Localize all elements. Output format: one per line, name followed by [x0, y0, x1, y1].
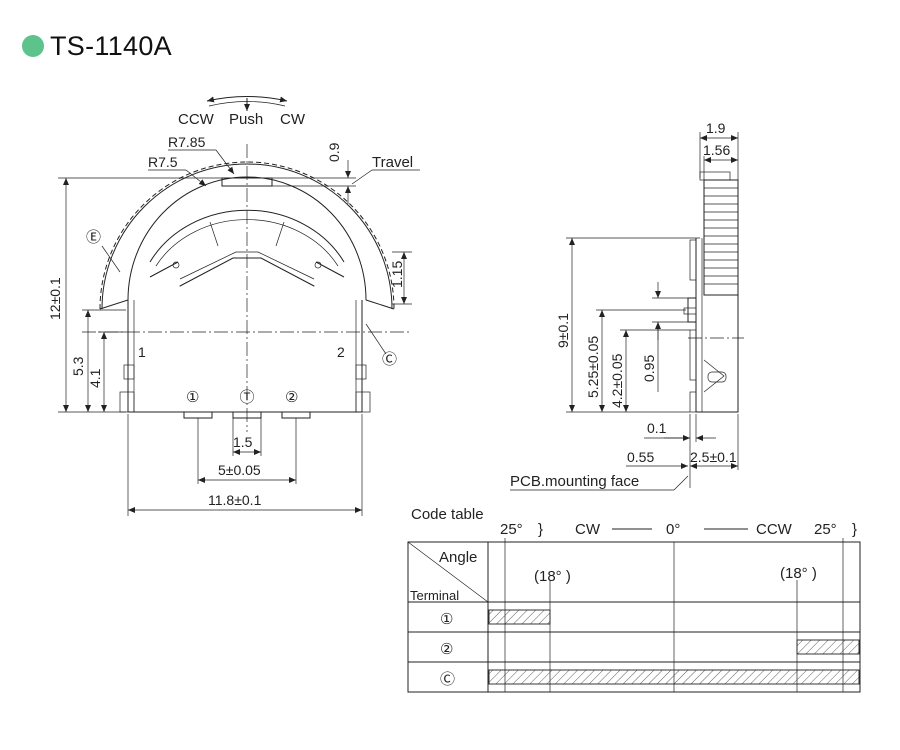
side-view: 1.9 1.56 9±0.1 5.25±0.05 4.2±0.05 0.95 0… [510, 120, 744, 491]
page-header: TS-1140A [22, 28, 172, 64]
dim-2-5: 2.5±0.1 [690, 449, 737, 465]
mark-c-label: Ⓒ [382, 351, 397, 368]
side-2-label: 2 [337, 344, 345, 360]
knurl-teeth [704, 187, 738, 285]
dim-pitch: 1.5 [233, 434, 253, 450]
page-title: TS-1140A [50, 30, 172, 61]
terminal-t-label: Ⓣ [239, 389, 254, 406]
terminal-2-label: ② [285, 389, 298, 406]
dim-width: 11.8±0.1 [208, 492, 262, 508]
side-1-label: 1 [138, 344, 146, 360]
housing-body [119, 300, 371, 419]
travel-label: Travel [372, 154, 413, 171]
terminal-header: Terminal [410, 588, 459, 603]
front-view: CCW Push CW R7.85 R7.5 [47, 96, 420, 516]
radius-outer-label: R7.85 [168, 134, 206, 150]
radius-inner-label: R7.5 [148, 154, 178, 170]
detent-right-label: (18° ) [780, 565, 817, 582]
cw-label: CW [280, 111, 306, 128]
dim-4-2: 4.2±0.05 [609, 353, 625, 408]
dim-9: 9±0.1 [555, 313, 571, 348]
table-row-terminal: ① [440, 611, 453, 628]
dim-0-1: 0.1 [647, 420, 667, 436]
angle-header: Angle [439, 549, 477, 566]
table-row-terminal: ② [440, 641, 453, 658]
dim-0-95: 0.95 [641, 355, 657, 382]
code-table: Code table 25° } CW 0° CCW 25° } Angle T… [407, 506, 861, 693]
pcb-mounting-label: PCB.mounting face [510, 473, 639, 490]
mark-e-label: Ⓔ [86, 229, 101, 246]
code-table-caption: Code table [411, 506, 484, 523]
brace-left-glyph: } [538, 521, 543, 538]
brace-right-glyph: } [852, 521, 857, 538]
terminal-2-on-band [796, 639, 860, 655]
rotation-arrow-icon [206, 96, 288, 111]
terminal-1-on-band [488, 609, 551, 625]
detent-left-label: (18° ) [534, 568, 571, 585]
terminal-1-label: ① [186, 389, 199, 406]
dim-height: 12±0.1 [47, 277, 63, 320]
angle-right-label: 25° [814, 521, 837, 538]
dim-1-56: 1.56 [703, 142, 730, 158]
dim-4-1: 4.1 [87, 368, 103, 388]
dim-5-3: 5.3 [70, 356, 86, 376]
ccw-label: CCW [178, 111, 215, 128]
terminal-c-on-band [488, 669, 860, 685]
dim-span: 5±0.05 [218, 462, 261, 478]
dim-1-15: 1.15 [389, 261, 405, 288]
dim-0-55: 0.55 [627, 449, 654, 465]
push-label: Push [229, 111, 263, 128]
angle-left-label: 25° [500, 521, 523, 538]
dim-1-9: 1.9 [706, 120, 726, 136]
travel-value: 0.9 [326, 142, 342, 162]
table-row-terminal: Ⓒ [440, 671, 455, 688]
status-dot-icon [22, 35, 44, 57]
zero-angle-label: 0° [666, 521, 680, 538]
ccw-direction-label: CCW [756, 521, 793, 538]
cw-direction-label: CW [575, 521, 601, 538]
dim-5-25: 5.25±0.05 [585, 336, 601, 398]
